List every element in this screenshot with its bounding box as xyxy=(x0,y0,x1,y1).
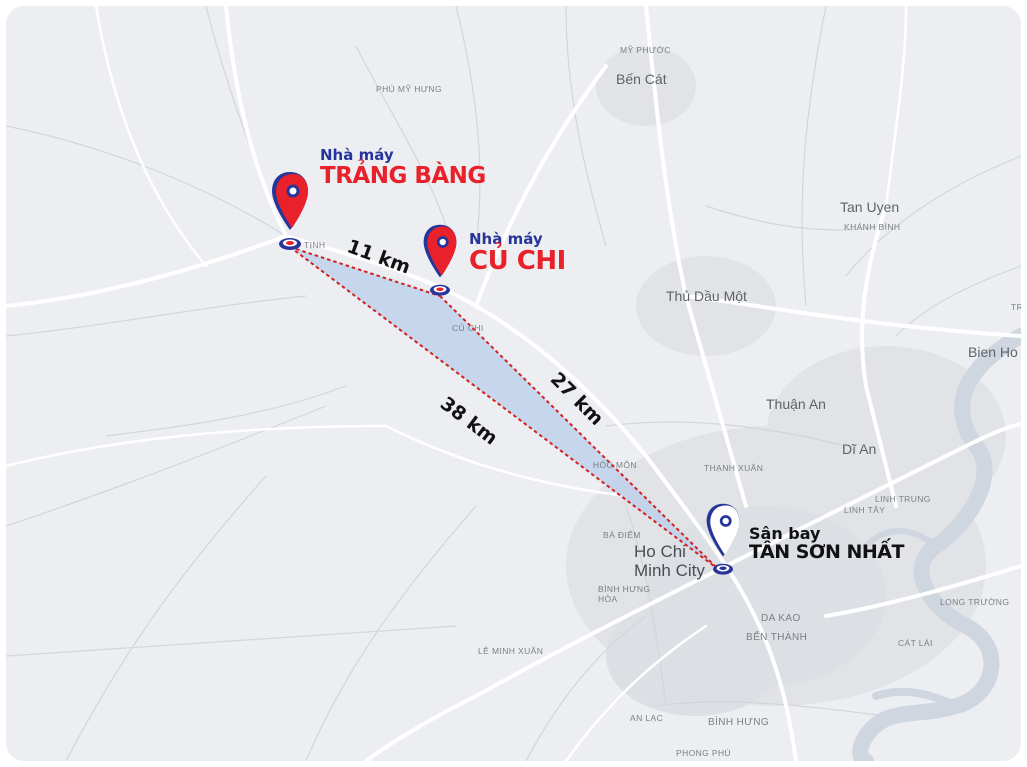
map-pin-icon[interactable] xyxy=(268,170,312,256)
place-label-linh-tay: LINH TÂY xyxy=(844,505,886,515)
place-label-binh-hung: BÌNH HƯNG xyxy=(708,717,770,728)
marker-sub-cu-chi: Nhà máy xyxy=(469,230,543,248)
place-label-linh-trung: LINH TRUNG xyxy=(875,494,931,504)
place-label-phu-my-hung: PHÚ MỸ HƯNG xyxy=(376,84,442,94)
marker-main-cu-chi: CỦ CHI xyxy=(469,245,566,276)
place-label-an-lac: AN LẠC xyxy=(630,713,664,723)
place-label-cu-chi: CỦ CHI xyxy=(452,323,484,333)
place-label-thuan-an: Thuận An xyxy=(766,396,826,412)
place-label-tr: TR xyxy=(1011,302,1021,312)
place-label-ben-thanh: BẾN THÀNH xyxy=(746,632,808,643)
place-label-bien-hoa: Bien Ho xyxy=(968,344,1018,360)
place-label-long-truong: LONG TRƯỜNG xyxy=(940,597,1010,607)
place-label-ben-cat: Bến Cát xyxy=(616,71,667,87)
marker-main-tan-son-nhat: TÂN SƠN NHẤT xyxy=(749,540,904,563)
place-label-le-minh-xuan: LÊ MINH XUÂN xyxy=(478,646,544,656)
place-label-tinh: TỊNH xyxy=(304,240,326,250)
map-pin-icon[interactable] xyxy=(703,501,743,581)
map-base xyxy=(6,6,1021,761)
place-label-hoc-mon: HÓC MÔN xyxy=(593,460,637,470)
map-canvas[interactable]: MỸ PHƯỚC Bến Cát PHÚ MỸ HƯNG Tan Uyen KH… xyxy=(6,6,1021,761)
major-roads xyxy=(6,6,1021,761)
place-label-di-an: Dĩ An xyxy=(842,441,877,457)
place-label-cat-lai: CÁT LÁI xyxy=(898,638,933,648)
saigon-river xyxy=(852,328,1021,761)
marker-label-tan-son-nhat: Sân bay TÂN SƠN NHẤT xyxy=(749,524,904,563)
place-label-da-kao: DA KAO xyxy=(761,613,801,624)
marker-sub-trang-bang: Nhà máy xyxy=(320,146,394,164)
marker-label-cu-chi: Nhà máy CỦ CHI xyxy=(469,230,566,276)
marker-main-trang-bang: TRẢNG BÀNG xyxy=(320,162,486,189)
place-label-tan-uyen: Tan Uyen xyxy=(840,199,900,215)
place-label-ba-diem: BÀ ĐIỂM xyxy=(603,530,641,540)
marker-label-trang-bang: Nhà máy TRẢNG BÀNG xyxy=(320,146,486,189)
place-label-my-phuoc: MỸ PHƯỚC xyxy=(620,45,671,55)
marker-sub-tan-son-nhat: Sân bay xyxy=(749,524,821,543)
place-label-thu-dau-mot: Thủ Dầu Một xyxy=(666,288,747,304)
place-label-binh-hung-hoa: BÌNH HƯNG HÒA xyxy=(598,584,651,605)
place-label-ho-chi-minh-city: Ho Chi Minh City xyxy=(634,542,705,580)
place-label-thanh-xuan: THẠNH XUÂN xyxy=(704,463,764,473)
route-lines xyxy=(289,246,719,570)
place-label-khanh-binh: KHÁNH BÌNH xyxy=(844,222,901,232)
map-pin-icon[interactable] xyxy=(420,222,460,302)
place-label-phong-phu: PHONG PHÚ xyxy=(676,748,732,758)
